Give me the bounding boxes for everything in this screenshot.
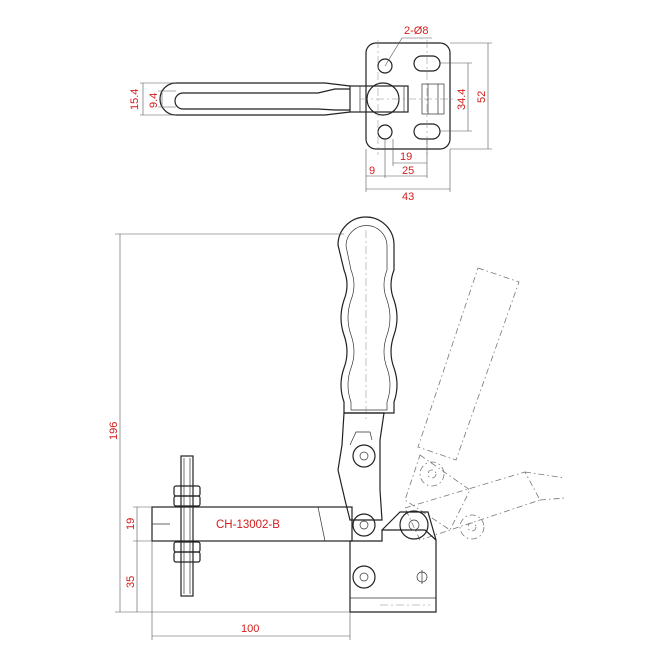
base-body xyxy=(349,529,437,613)
dim-handle-inner-height: 9.4 xyxy=(148,93,160,108)
side-view: CH-13002-B 196 19 xyxy=(108,216,566,640)
spindle-bolt xyxy=(173,455,201,597)
open-position-ghost xyxy=(404,267,566,541)
dim-overall-height: 196 xyxy=(108,422,120,440)
base-plate xyxy=(365,42,451,150)
pivot-lower xyxy=(352,565,376,589)
handle-outline xyxy=(174,88,350,111)
link-pivot xyxy=(399,510,429,540)
top-view: 2-Ø8 15.4 9.4 34.4 52 19 9 25 43 xyxy=(129,25,492,203)
pivot-middle xyxy=(352,513,376,537)
dim-slot-center: 19 xyxy=(400,151,412,163)
dim-handle-outer-height: 15.4 xyxy=(129,89,141,110)
lever-body xyxy=(337,412,385,521)
mount-hole-bottom xyxy=(377,124,393,140)
dim-base-width: 43 xyxy=(402,191,414,203)
model-label: CH-13002-B xyxy=(216,519,280,531)
pivot-upper xyxy=(352,444,376,468)
dim-base-height: 52 xyxy=(476,91,488,103)
hole-callout: 2-Ø8 xyxy=(404,25,428,37)
handle-grip xyxy=(337,216,398,414)
upper-nut xyxy=(173,485,201,497)
dim-slot-spacing: 34.4 xyxy=(456,89,468,110)
dim-arm-height: 19 xyxy=(125,518,137,530)
lower-nut xyxy=(173,541,201,553)
dim-arm-elevation: 35 xyxy=(125,576,137,588)
dim-slot-offset: 25 xyxy=(402,165,414,177)
dim-reach: 100 xyxy=(241,623,259,635)
handle-outer xyxy=(176,82,351,116)
dim-edge-offset: 9 xyxy=(369,165,375,177)
mount-hole-top xyxy=(377,58,393,74)
